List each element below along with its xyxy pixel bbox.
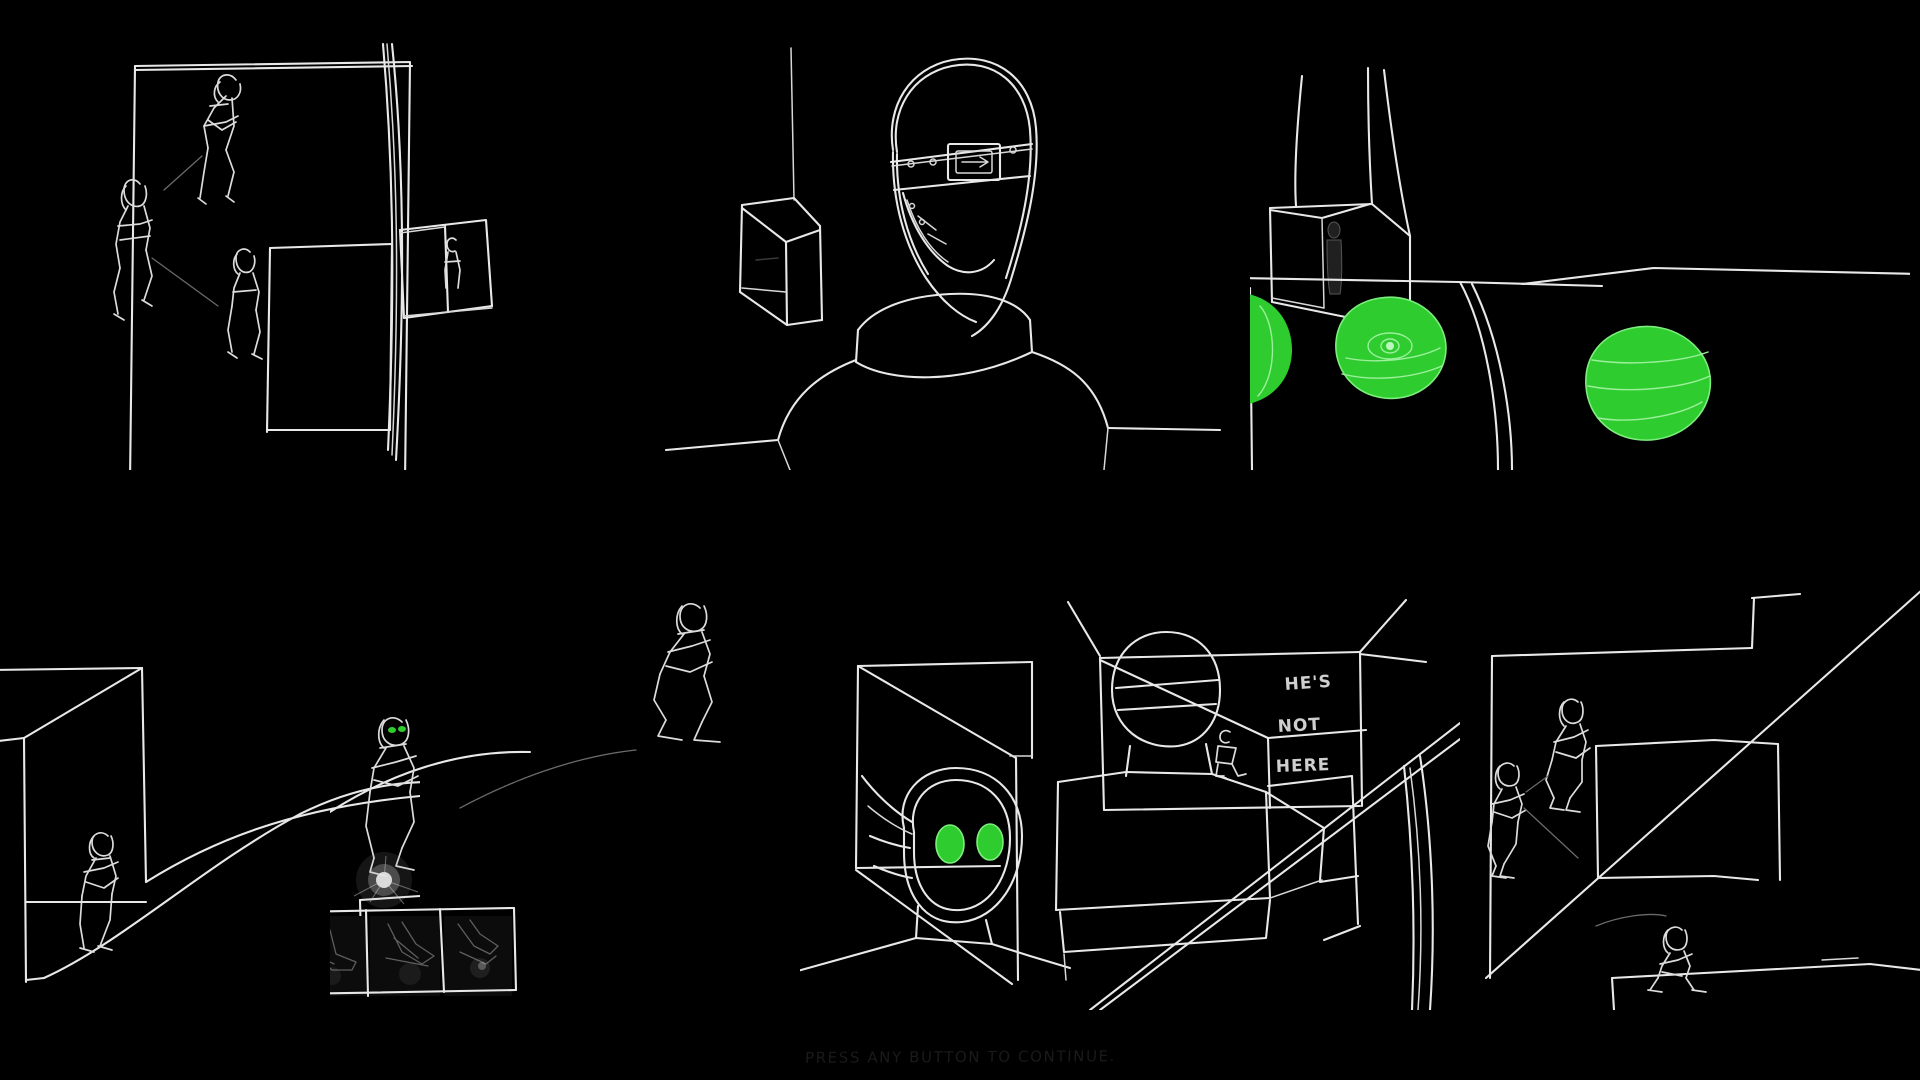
graffiti-line-2: NOT [1277, 715, 1321, 737]
comic-panel-bottom-right [1470, 580, 1920, 1010]
comic-panel-bottom-left [0, 590, 420, 1010]
green-eye-right [976, 823, 1004, 861]
glowing-eye-center [1335, 296, 1447, 400]
wall-climber-lower [1487, 762, 1527, 879]
climbing-figure-lower-left [113, 178, 153, 321]
inset-foot-1 [330, 929, 357, 971]
crouched-figure-ledge [1647, 926, 1707, 993]
graffiti-line-1: HE'S [1284, 672, 1333, 695]
graffiti-line-3: HERE [1275, 755, 1330, 777]
wall-climber-upper [1545, 698, 1591, 813]
comic-panel-top-center [660, 30, 1250, 470]
climbing-figure-upper [197, 74, 242, 205]
comic-panel-top-left [100, 30, 660, 470]
impact-spark [353, 852, 419, 908]
small-figure-in-box [444, 237, 461, 289]
glowing-eye-right [1585, 325, 1712, 441]
glowing-eye-left [1250, 294, 1292, 404]
continue-prompt-bar: Press any button to continue. [0, 1034, 1920, 1080]
landing-figure-green-eyes [388, 726, 406, 733]
inset-foot-3 [457, 919, 499, 965]
small-seated-figure [1215, 729, 1247, 779]
inset-foot-2 [385, 921, 435, 967]
green-eye-left [935, 824, 965, 864]
comic-panel-top-right [1250, 30, 1910, 470]
landing-figure [365, 717, 419, 877]
inset-frame-strip [330, 906, 518, 998]
climbing-figure-bottom-center [227, 248, 263, 360]
comic-panel-bottom-center-right: HE'S NOT HERE [800, 580, 1460, 1010]
leaping-figure [653, 603, 721, 743]
continue-prompt-text: Press any button to continue. [804, 1047, 1116, 1067]
masked-head [889, 57, 1038, 338]
standing-hooded-figure [1054, 630, 1326, 981]
green-eyed-masked-head [800, 766, 1072, 972]
peering-figure [79, 832, 119, 953]
graffiti-text: HE'S NOT HERE [1275, 672, 1332, 777]
comic-panel-bottom-center-left [330, 590, 800, 1010]
silhouette-figure-in-alcove [1326, 221, 1343, 295]
